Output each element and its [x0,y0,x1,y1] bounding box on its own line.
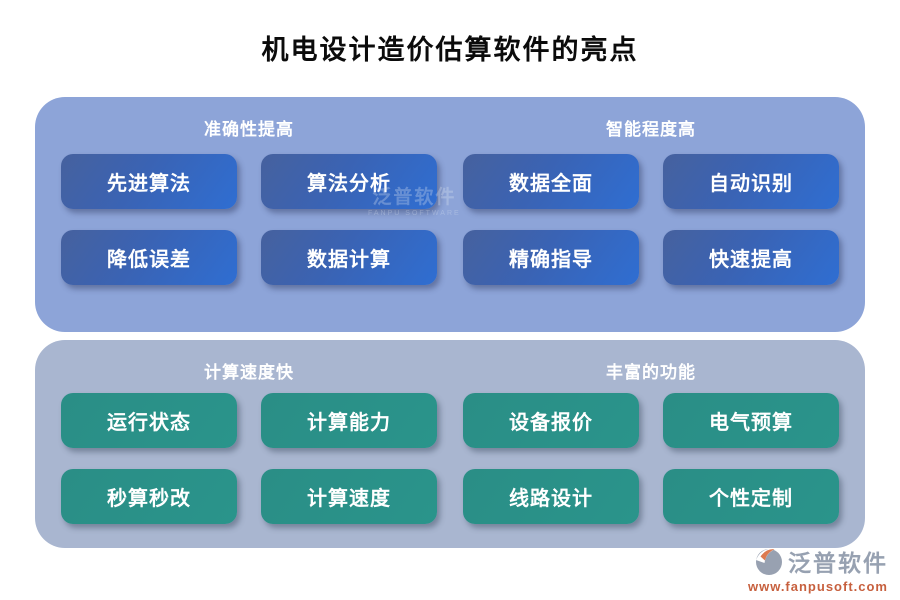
button-grid-speed: 运行状态 计算能力 秒算秒改 计算速度 [61,393,437,524]
section-speed: 计算速度快 运行状态 计算能力 秒算秒改 计算速度 [61,358,437,548]
section-accuracy: 准确性提高 先进算法 算法分析 降低误差 数据计算 [61,115,437,332]
brand-url: www.fanpusoft.com [747,579,888,594]
feature-button-computing-power[interactable]: 计算能力 [261,393,437,448]
feature-button-reduce-error[interactable]: 降低误差 [61,230,237,285]
feature-button-comprehensive-data[interactable]: 数据全面 [463,154,639,209]
button-grid-accuracy: 先进算法 算法分析 降低误差 数据计算 [61,154,437,285]
feature-button-instant-calc-edit[interactable]: 秒算秒改 [61,469,237,524]
fanpu-logo-icon [756,548,782,575]
feature-button-circuit-design[interactable]: 线路设计 [463,469,639,524]
button-grid-functions: 设备报价 电气预算 线路设计 个性定制 [463,393,839,524]
feature-button-precise-guidance[interactable]: 精确指导 [463,230,639,285]
feature-button-running-status[interactable]: 运行状态 [61,393,237,448]
feature-button-rapid-improvement[interactable]: 快速提高 [663,230,839,285]
brand-name: 泛普软件 [788,550,888,576]
section-header-intelligence: 智能程度高 [606,120,696,139]
section-header-speed: 计算速度快 [204,363,294,382]
feature-button-auto-recognition[interactable]: 自动识别 [663,154,839,209]
section-header-accuracy: 准确性提高 [204,120,294,139]
feature-button-data-calculation[interactable]: 数据计算 [261,230,437,285]
feature-button-advanced-algorithm[interactable]: 先进算法 [61,154,237,209]
panel-speed-functions: 计算速度快 运行状态 计算能力 秒算秒改 计算速度 丰富的功能 设备报价 电气预… [35,340,865,548]
feature-button-equipment-quotation[interactable]: 设备报价 [463,393,639,448]
footer-brand: 泛普软件 www.fanpusoft.com [748,544,888,594]
section-header-functions: 丰富的功能 [606,363,696,382]
feature-button-electrical-budget[interactable]: 电气预算 [663,393,839,448]
section-intelligence: 智能程度高 数据全面 自动识别 精确指导 快速提高 [463,115,839,332]
page-title: 机电设计造价估算软件的亮点 [261,35,639,65]
button-grid-intelligence: 数据全面 自动识别 精确指导 快速提高 [463,154,839,285]
section-functions: 丰富的功能 设备报价 电气预算 线路设计 个性定制 [463,358,839,548]
panel-accuracy-intelligence: 准确性提高 先进算法 算法分析 降低误差 数据计算 智能程度高 数据全面 自动识… [35,97,865,332]
feature-button-algorithm-analysis[interactable]: 算法分析 [261,154,437,209]
feature-button-personal-customization[interactable]: 个性定制 [663,469,839,524]
feature-button-calculation-speed[interactable]: 计算速度 [261,469,437,524]
